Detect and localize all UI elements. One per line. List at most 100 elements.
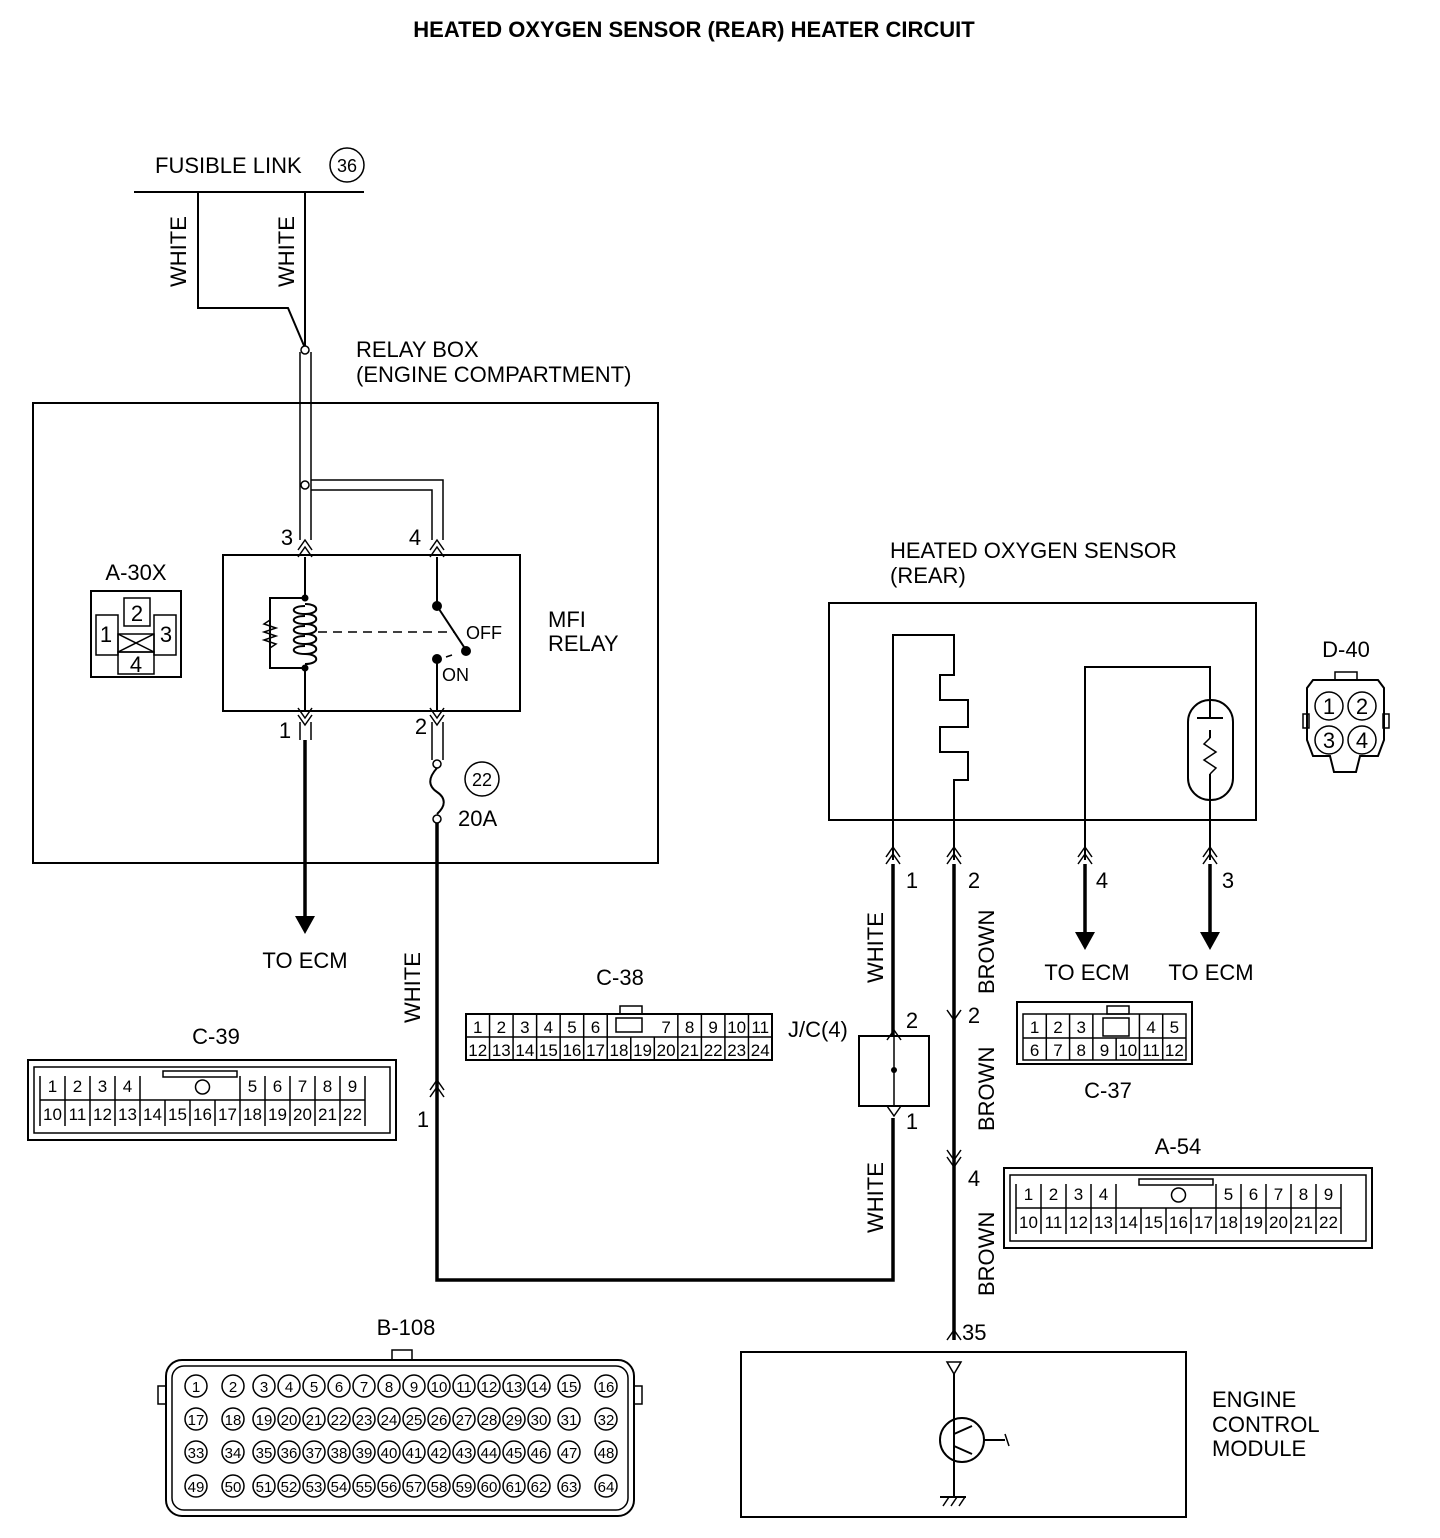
connector-b108-pin: 32 (598, 1412, 615, 1429)
heated-oxygen-sensor (828, 602, 1257, 821)
connector-c37-pin: 1 (1030, 1018, 1039, 1037)
fusible-link-number: 36 (337, 156, 357, 176)
mfi-relay-pin-3: 3 (281, 525, 293, 550)
connector-c38-pin: 2 (497, 1018, 506, 1037)
connector-c38-pin: 1 (473, 1018, 482, 1037)
connector-b108-pin: 44 (481, 1445, 498, 1462)
connector-a54-pin: 8 (1299, 1185, 1308, 1204)
connector-c38-name: C-38 (596, 965, 644, 990)
mfi-relay: MFI RELAY 3 4 1 2 OFF ON (222, 525, 619, 743)
connector-a54-pin: 11 (1045, 1213, 1063, 1232)
wire-sensor-to-ecm: TO ECM TO ECM (1044, 864, 1254, 985)
connector-b108-pin: 42 (431, 1445, 448, 1462)
relay-box-label-line2: (ENGINE COMPARTMENT) (356, 362, 631, 387)
connector-a54-name: A-54 (1155, 1134, 1201, 1159)
connector-d40-pin-4: 4 (1356, 728, 1368, 753)
connector-b108-pin: 55 (356, 1479, 373, 1496)
relay-box-label-line1: RELAY BOX (356, 337, 479, 362)
connector-c38-pin: 13 (492, 1041, 511, 1060)
connector-b108-pin: 9 (410, 1379, 418, 1396)
wire-label-brown-1: BROWN (974, 910, 999, 994)
connector-b108-pin: 29 (506, 1412, 523, 1429)
fuse-22: 22 20A (429, 759, 500, 831)
relay-box (32, 402, 659, 864)
mfi-relay-pin-4: 4 (409, 525, 421, 550)
connector-c37-pin: 7 (1053, 1041, 1062, 1060)
wire-label-white-4: WHITE (863, 912, 888, 983)
connector-b108-pin: 41 (406, 1445, 423, 1462)
brown-pin-4: 4 (968, 1166, 980, 1191)
connector-b108-pin: 40 (381, 1445, 398, 1462)
connector-b108-pin: 51 (256, 1479, 273, 1496)
connector-a30x-pin-1: 1 (100, 622, 112, 647)
connector-b108-pin: 48 (598, 1445, 615, 1462)
diagram-title: HEATED OXYGEN SENSOR (REAR) HEATER CIRCU… (413, 17, 975, 42)
connector-c38-pin: 8 (685, 1018, 694, 1037)
connector-c38-pin: 19 (633, 1041, 652, 1060)
connector-c38-pin: 6 (591, 1018, 600, 1037)
connector-c39-pin: 10 (43, 1105, 62, 1124)
connector-b108-pin: 58 (431, 1479, 448, 1496)
connector-c38-pin: 24 (751, 1041, 770, 1060)
junction-pin-bottom: 1 (906, 1109, 918, 1134)
to-ecm-label-1: TO ECM (262, 948, 347, 973)
connector-c39-name: C-39 (192, 1024, 240, 1049)
connector-b108-name: B-108 (377, 1315, 436, 1340)
connector-a30x: A-30X 1 2 3 4 (90, 560, 182, 678)
connector-c39-pin: 1 (48, 1077, 57, 1096)
connector-c38-pin: 3 (520, 1018, 529, 1037)
connector-a30x-pin-3: 3 (160, 622, 172, 647)
connector-a54-pin: 12 (1069, 1213, 1088, 1232)
connector-b108-pin: 11 (456, 1379, 472, 1396)
connector-a54-pin: 18 (1219, 1213, 1238, 1232)
connector-c37-name: C-37 (1084, 1078, 1132, 1103)
connector-a54-pin: 21 (1294, 1213, 1313, 1232)
connector-a54-pin: 1 (1024, 1185, 1033, 1204)
connector-c37-pin: 3 (1076, 1018, 1085, 1037)
connector-a54-pin: 4 (1099, 1185, 1108, 1204)
connector-c38-pin: 4 (544, 1018, 553, 1037)
ecm-label-line2: CONTROL (1212, 1412, 1320, 1437)
connector-b108-pin: 57 (406, 1479, 423, 1496)
connector-b108-pin: 30 (531, 1412, 548, 1429)
fusible-link-wires: WHITE WHITE (166, 192, 310, 355)
connector-b108-pin: 63 (561, 1479, 578, 1496)
connector-c38-pin: 17 (586, 1041, 605, 1060)
wire-sensor-pin1: WHITE WHITE (863, 864, 895, 1233)
connector-c38-pin: 11 (751, 1018, 769, 1037)
connector-c37-pin: 5 (1170, 1018, 1179, 1037)
connector-d40: D-40 1 2 3 4 (1302, 637, 1390, 773)
connector-a54-pin: 9 (1324, 1185, 1333, 1204)
connector-c38-pin: 22 (704, 1041, 723, 1060)
connector-a54-pin: 6 (1249, 1185, 1258, 1204)
connector-a54-pin: 16 (1169, 1213, 1188, 1232)
sensor-heater-element (892, 634, 969, 860)
connector-b108-pin: 37 (306, 1445, 323, 1462)
wire-label-brown-3: BROWN (974, 1212, 999, 1296)
brown-pin-2: 2 (968, 1003, 980, 1028)
connector-c38-pin: 10 (727, 1018, 746, 1037)
ecm-label-line3: MODULE (1212, 1436, 1306, 1461)
connector-b108-pin: 54 (331, 1479, 348, 1496)
connector-b108-pin: 15 (561, 1379, 578, 1396)
sensor-label-line2: (REAR) (890, 563, 966, 588)
fusible-link: FUSIBLE LINK 36 (134, 147, 365, 193)
connector-a54-pin: 5 (1224, 1185, 1233, 1204)
connector-b108-pin: 1 (192, 1379, 200, 1396)
connector-b108-pin: 5 (310, 1379, 318, 1396)
connector-c39-pin: 11 (69, 1105, 87, 1124)
connector-b108-pin: 56 (381, 1479, 398, 1496)
connector-a54-pin: 19 (1244, 1213, 1263, 1232)
sensor-pin-2: 2 (968, 868, 980, 893)
junction-pin-top: 2 (906, 1008, 918, 1033)
connector-a30x-pin-2: 2 (131, 601, 143, 626)
connector-c39-pin: 5 (248, 1077, 257, 1096)
wire-label-white-5: WHITE (863, 1162, 888, 1233)
connector-c37-pin: 4 (1146, 1018, 1155, 1037)
mfi-relay-box (222, 554, 521, 712)
junction-label: J/C(4) (788, 1017, 848, 1042)
connector-c39-pin: 15 (168, 1105, 187, 1124)
wire-label-white-2: WHITE (274, 216, 299, 287)
connector-b108-pin: 43 (456, 1445, 473, 1462)
